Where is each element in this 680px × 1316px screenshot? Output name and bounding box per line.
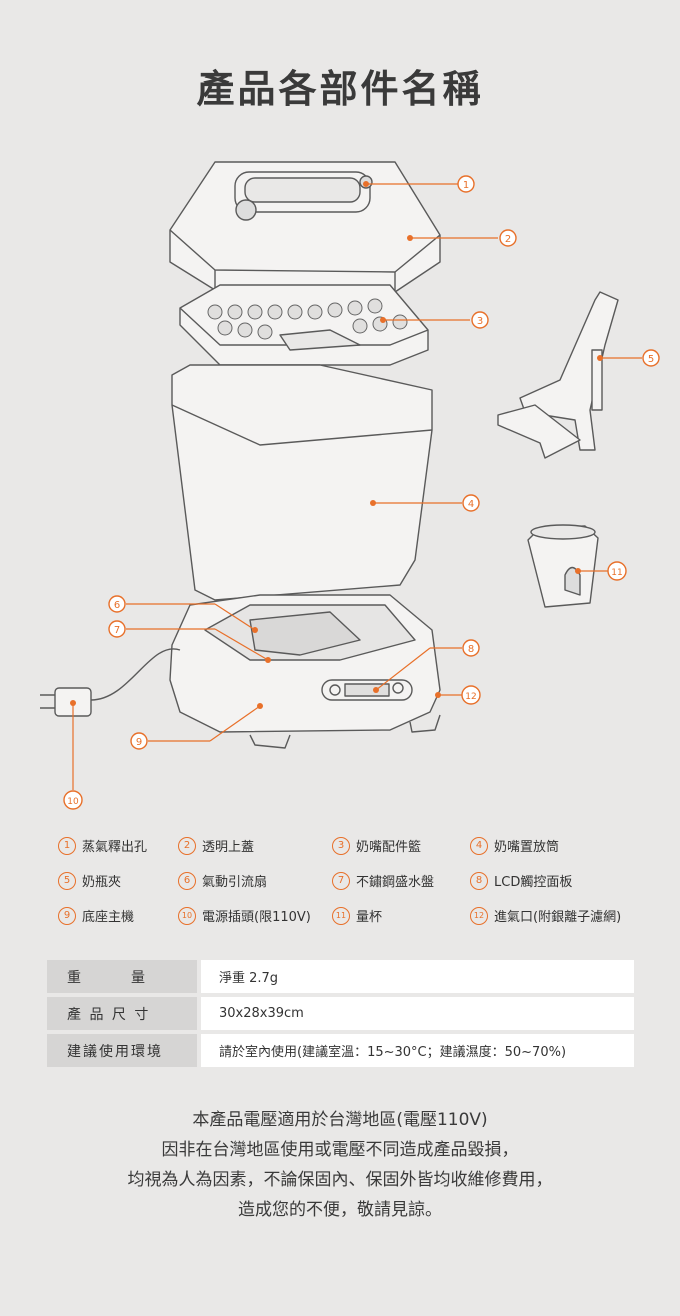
measuring-cup-illustration [527,524,599,608]
notice-line: 造成您的不便，敬請見諒。 [238,1200,442,1220]
callout-2: 2 [499,229,517,247]
notice-line: 均視為人為因素，不論保固內、保固外皆均收維修費用， [127,1170,553,1190]
spec-table: 重 量 淨重 2.7g 產 品 尺 寸 30x28x39cm 建議使用環境 請於… [47,960,634,1071]
svg-text:4: 4 [468,499,474,510]
callout-6: 6 [108,595,126,613]
spec-row-size: 產 品 尺 寸 30x28x39cm [47,997,634,1030]
notice-line: 因非在台灣地區使用或電壓不同造成產品毀損， [161,1140,519,1160]
spec-value: 30x28x39cm [201,997,634,1030]
svg-text:11: 11 [611,568,622,578]
svg-text:12: 12 [465,692,476,702]
callout-10: 10 [63,790,83,810]
spec-key: 產 品 尺 寸 [47,997,197,1030]
spec-key: 建議使用環境 [47,1034,197,1067]
svg-text:5: 5 [648,354,654,365]
svg-text:2: 2 [505,234,511,245]
callout-11: 11 [607,561,627,581]
container-illustration [171,364,433,601]
callout-4: 4 [462,494,480,512]
lid-illustration [169,161,441,293]
svg-text:10: 10 [67,797,79,807]
svg-text:9: 9 [136,737,142,748]
callout-1: 1 [457,175,475,193]
basket-illustration [179,284,429,366]
page-title: 產品各部件名稱 [196,67,484,111]
callout-3: 3 [471,311,489,329]
spec-row-weight: 重 量 淨重 2.7g [47,960,634,993]
callout-8: 8 [462,639,480,657]
spec-value: 請於室內使用(建議室溫：15~30°C；建議濕度：50~70%) [201,1034,634,1067]
product-exploded-diagram: 1 2 3 4 5 6 7 8 9 10 11 12 [40,161,660,810]
callout-12: 12 [461,685,481,705]
callout-7: 7 [108,620,126,638]
notice-line: 本產品電壓適用於台灣地區(電壓110V) [192,1110,488,1130]
spec-key: 重 量 [47,960,197,993]
callout-5: 5 [642,349,660,367]
svg-text:1: 1 [463,180,469,191]
svg-text:6: 6 [114,600,120,611]
spec-value: 淨重 2.7g [201,960,634,993]
plug-illustration [40,648,181,717]
base-illustration [169,594,441,749]
tongs-illustration [497,291,619,459]
voltage-notice: 本產品電壓適用於台灣地區(電壓110V) 因非在台灣地區使用或電壓不同造成產品毀… [0,1105,680,1225]
callout-9: 9 [130,732,148,750]
spec-row-environment: 建議使用環境 請於室內使用(建議室溫：15~30°C；建議濕度：50~70%) [47,1034,634,1067]
svg-text:8: 8 [468,644,474,655]
svg-text:3: 3 [477,316,483,327]
svg-text:7: 7 [114,625,120,636]
